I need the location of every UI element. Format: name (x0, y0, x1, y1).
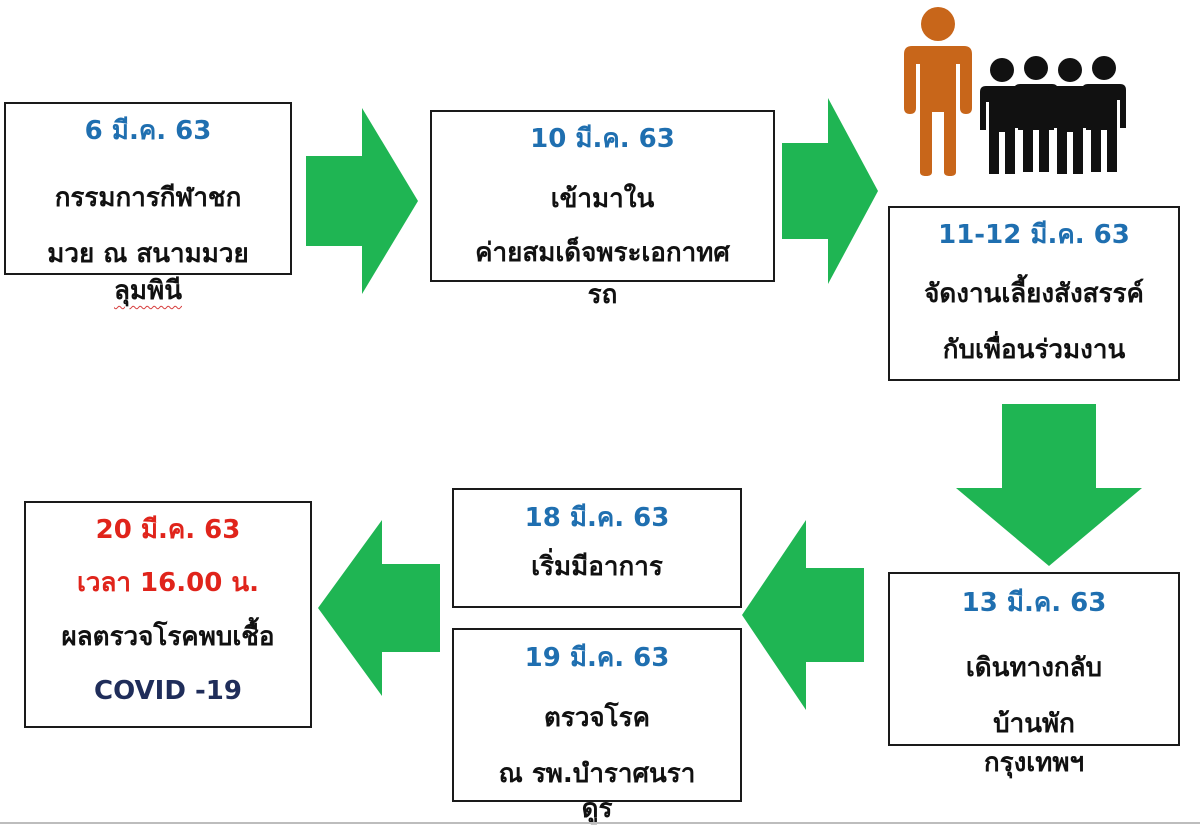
step-6-text: ตรวจโรค ณ รพ.บำราศนรา (498, 703, 696, 789)
step-2-date: 10 มี.ค. 63 (530, 124, 675, 154)
step-1-text: กรรมการกีฬาชก มวย ณ สนามมวย (47, 183, 249, 269)
step-7-disease: COVID -19 (94, 676, 242, 706)
person-icon (904, 7, 972, 176)
arrow-right-1 (306, 108, 418, 294)
arrow-down (956, 404, 1142, 566)
step-2-text: เข้ามาใน ค่ายสมเด็จพระเอกาทศ (475, 184, 730, 268)
step-2-overflow-text: รถ (587, 280, 618, 310)
arrow-left-1 (742, 520, 864, 710)
step-box-4 (888, 572, 1180, 746)
step-5-text: เริ่มมีอาการ (531, 552, 663, 582)
step-3-text: จัดงานเลี้ยงสังสรรค์ กับเพื่อนร่วมงาน (924, 279, 1144, 365)
step-6-date: 19 มี.ค. 63 (524, 643, 670, 673)
step-box-1 (4, 102, 292, 275)
step-7-text: ผลตรวจโรคพบเชื้อ (61, 622, 275, 652)
step-1-date: 6 มี.ค. 63 (84, 116, 212, 146)
arrow-left-2 (318, 520, 440, 696)
step-4-overflow-text: กรุงเทพฯ (983, 748, 1085, 778)
step-6-overflow-text: ดูร (581, 794, 613, 824)
step-box-2 (430, 110, 775, 282)
arrow-right-2 (782, 98, 878, 284)
step-1-overflow-text: ลุมพินี (114, 276, 182, 306)
step-4-date: 13 มี.ค. 63 (961, 588, 1107, 618)
step-3-date: 11-12 มี.ค. 63 (938, 220, 1130, 250)
step-box-6 (452, 628, 742, 802)
crowd-icon (980, 56, 1126, 174)
bottom-divider (0, 822, 1200, 824)
step-box-3 (888, 206, 1180, 381)
step-7-date: 20 มี.ค. 63 (95, 515, 241, 545)
step-4-text: เดินทางกลับ บ้านพัก (965, 653, 1103, 739)
step-box-7 (24, 501, 312, 728)
step-5-date: 18 มี.ค. 63 (524, 503, 670, 533)
step-7-time: เวลา 16.00 น. (76, 568, 259, 598)
step-box-5 (452, 488, 742, 608)
